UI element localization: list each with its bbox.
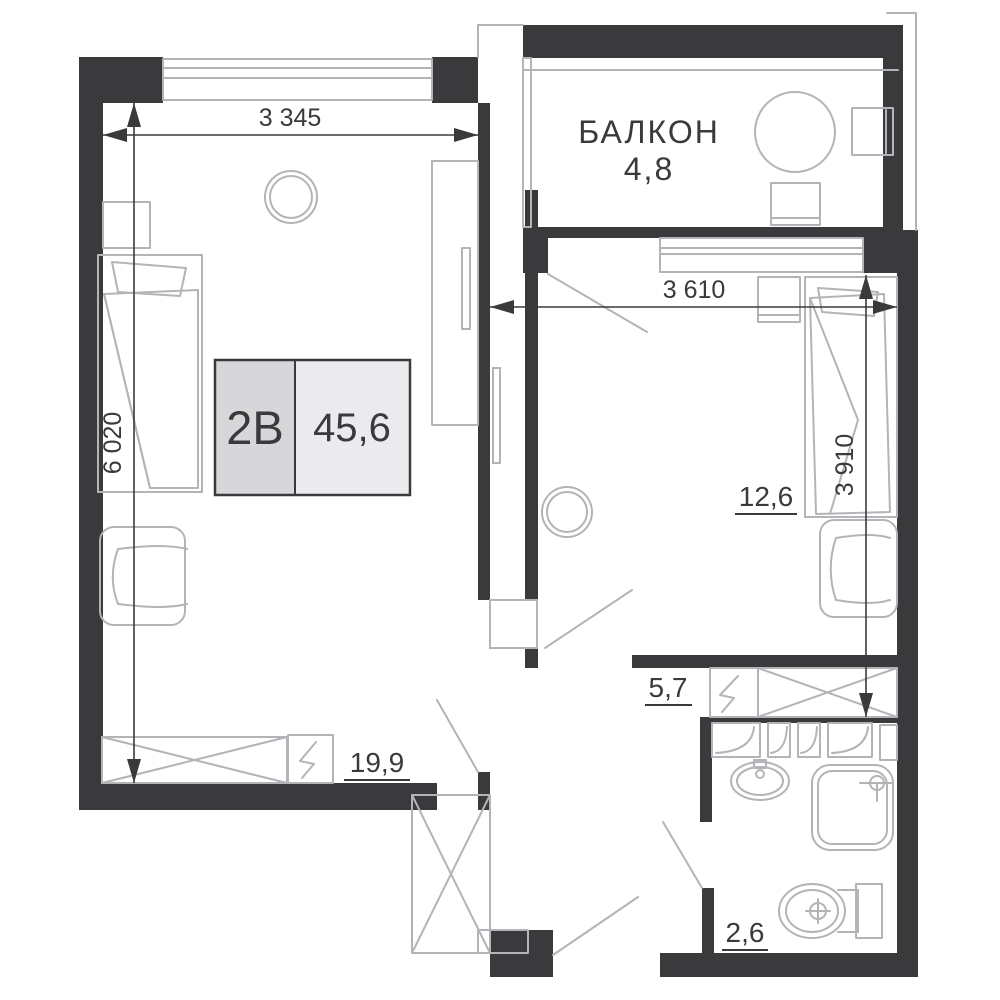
cistern (855, 883, 883, 939)
wall-bath-left-upper (700, 723, 712, 822)
wall-bottom-bath (660, 953, 918, 977)
bath-cabinet-row (711, 722, 898, 761)
dim-top-width: 3 345 (103, 104, 478, 142)
balcony-left-parapet (522, 57, 532, 228)
cabinet (879, 724, 898, 761)
hall-area: 5,7 (649, 672, 688, 703)
lightning-icon (719, 675, 739, 713)
unit-badge-area-cell (295, 360, 410, 495)
wall-hall-bedroom (525, 190, 538, 668)
dim-bedroom-height-label: 3 910 (831, 434, 859, 497)
electric-panel-living (287, 734, 334, 784)
bathroom-area: 2,6 (726, 917, 765, 948)
double-bed-living (97, 254, 203, 493)
wall-balcony-top (523, 25, 898, 58)
pillow (817, 287, 879, 317)
nightstand-living (102, 201, 151, 249)
ceiling-lamp-bedroom (541, 486, 593, 538)
dimensions: 3 345 6 020 3 610 3 910 (99, 103, 897, 783)
wall-hall-bath-divider (700, 717, 897, 723)
dim-top-width-label: 3 345 (259, 104, 322, 132)
dim-bedroom-width-label: 3 610 (663, 276, 726, 304)
electric-panel-hall (709, 667, 759, 718)
shower-tray (811, 764, 894, 851)
wall-bedroom-bottom (632, 655, 897, 668)
single-bed-bedroom (804, 276, 898, 518)
stool-balcony (770, 182, 821, 226)
room-labels: БАЛКОН 4,8 12,6 5,7 19,9 2,6 (344, 114, 797, 951)
cabinet (827, 722, 873, 758)
blanket (809, 293, 891, 515)
ceiling-lamp-living (264, 170, 318, 224)
wall-partition-living-hall (478, 103, 490, 600)
windows (162, 12, 917, 273)
window-living-top (162, 58, 433, 101)
living-area: 19,9 (350, 747, 405, 778)
lightning-icon (299, 741, 317, 779)
pillow (111, 261, 187, 297)
door-swing-living (436, 699, 479, 773)
unit-badge: 2B 45,6 (213, 358, 412, 497)
dim-left-height-label: 6 020 (99, 412, 127, 475)
door-swing-bedroom (544, 589, 633, 649)
wall-bath-left-lower (702, 888, 714, 953)
tap-icon (753, 759, 767, 769)
balcony-name: БАЛКОН (578, 114, 720, 150)
wall-partition-stub (478, 772, 490, 810)
wall-right-exterior (897, 230, 918, 975)
door-pocket-pier (489, 599, 538, 649)
door-swing-bathroom (662, 821, 703, 889)
wall-balcony-sill (523, 227, 903, 238)
bedroom-area: 12,6 (739, 481, 794, 512)
wall-pier-balcony-right (863, 227, 903, 273)
cabinet (797, 722, 821, 758)
sliding-door-leaf (492, 367, 501, 464)
armchair-bedroom (819, 519, 898, 618)
unit-area-value: 45,6 (313, 406, 391, 450)
unit-type-label: 2B (226, 401, 284, 454)
doors (436, 273, 703, 956)
door-swing-balcony (547, 273, 648, 333)
armchair-living (99, 526, 188, 626)
wardrobe-hall (757, 667, 898, 718)
door-swing-entrance (552, 896, 639, 956)
balcony-area: 4,8 (624, 151, 674, 187)
unit-badge-type-cell (215, 360, 295, 495)
furniture (97, 91, 898, 954)
nightstand-bedroom (757, 276, 801, 323)
walls (79, 25, 918, 977)
round-table-balcony (754, 91, 836, 173)
dim-bedroom-width: 3 610 (490, 276, 897, 314)
washbasin (730, 759, 790, 801)
dim-left-height: 6 020 (99, 103, 141, 783)
dim-bedroom-height: 3 910 (831, 275, 873, 717)
wall-pier-balcony-left (523, 227, 548, 273)
ventilation-shaft (411, 794, 529, 954)
chair-balcony (851, 107, 894, 156)
window-opening-top (163, 57, 432, 103)
tall-cabinet-living (431, 160, 479, 426)
window-bedroom-balcony (659, 237, 864, 273)
wall-living-bottom (79, 783, 437, 810)
cabinet (767, 722, 791, 758)
entrance-threshold (477, 929, 529, 954)
toilet (778, 883, 883, 939)
building-outline-right (886, 12, 917, 231)
cabinet (711, 722, 761, 758)
building-outline-notch (477, 24, 524, 58)
